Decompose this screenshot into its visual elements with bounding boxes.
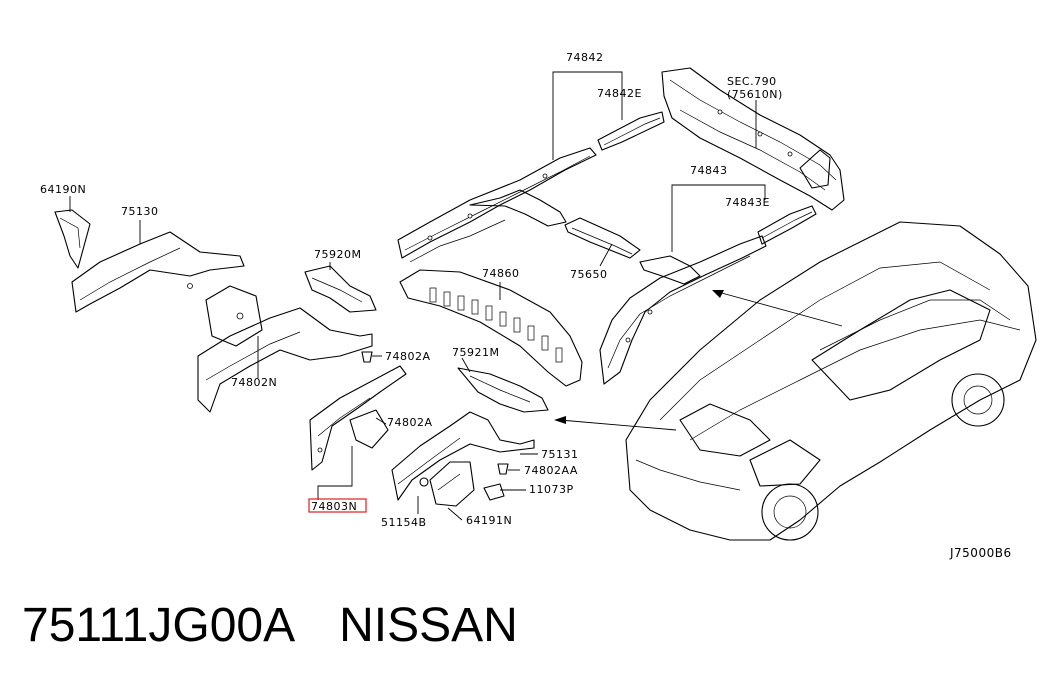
label-74843: 74843 <box>690 164 728 177</box>
highlight-box-74803N <box>308 498 367 513</box>
leader-lines <box>69 71 766 521</box>
part-74802N-member <box>197 285 373 413</box>
part-74842E-bracket <box>597 111 665 151</box>
label-74842E: 74842E <box>597 87 642 100</box>
part-11073P-bracket <box>483 483 505 501</box>
brand-name: NISSAN <box>339 599 518 652</box>
label-74802AA: 74802AA <box>524 464 578 477</box>
footer-caption: 75111JG00A NISSAN <box>22 598 518 653</box>
part-74802AA-bolt <box>497 463 509 475</box>
label-75650: 75650 <box>570 268 608 281</box>
part-74843E-bracket <box>757 205 817 245</box>
label-74802A-1: 74802A <box>385 350 431 363</box>
label-74802A-2: 74802A <box>387 416 433 429</box>
label-sec790-sub: (75610N) <box>727 88 783 101</box>
part-75921M-bracket <box>457 367 549 413</box>
part-75130-member <box>71 231 245 313</box>
part-74802A-member <box>391 411 535 501</box>
label-75131: 75131 <box>541 448 579 461</box>
label-sec790: SEC.790 <box>727 75 777 88</box>
label-64190N: 64190N <box>40 183 86 196</box>
vehicle-outline <box>625 221 1037 541</box>
part-64191N-bracket <box>429 461 475 507</box>
part-74860-floor-panel <box>399 269 583 387</box>
label-74860: 74860 <box>482 267 520 280</box>
label-75920M: 75920M <box>314 248 361 261</box>
part-75650-crossmember <box>564 217 641 259</box>
part-64190N-bracket <box>54 209 91 269</box>
diagram-code: J75000B6 <box>949 546 1012 560</box>
label-64191N: 64191N <box>466 514 512 527</box>
label-74842: 74842 <box>566 51 604 64</box>
label-75130: 75130 <box>121 205 159 218</box>
part-74843-side-member <box>599 235 767 385</box>
part-51154B-bolt <box>419 477 429 487</box>
label-74803N: 74803N <box>311 500 357 513</box>
label-75921M: 75921M <box>452 346 499 359</box>
label-51154B: 51154B <box>381 516 427 529</box>
part-number: 75111JG00A <box>22 599 296 652</box>
label-11073P: 11073P <box>529 483 574 496</box>
part-74802A-bolt-1 <box>361 351 373 363</box>
arrow-to-front-frame <box>554 416 677 431</box>
arrow-to-rear-frame <box>712 290 843 327</box>
label-74843E: 74843E <box>725 196 770 209</box>
part-75920M-bracket <box>304 265 377 313</box>
part-74803N-member <box>309 365 407 471</box>
part-74842-side-member <box>397 147 597 263</box>
part-sec790-rear-panel <box>661 67 845 211</box>
label-74802N: 74802N <box>231 376 277 389</box>
